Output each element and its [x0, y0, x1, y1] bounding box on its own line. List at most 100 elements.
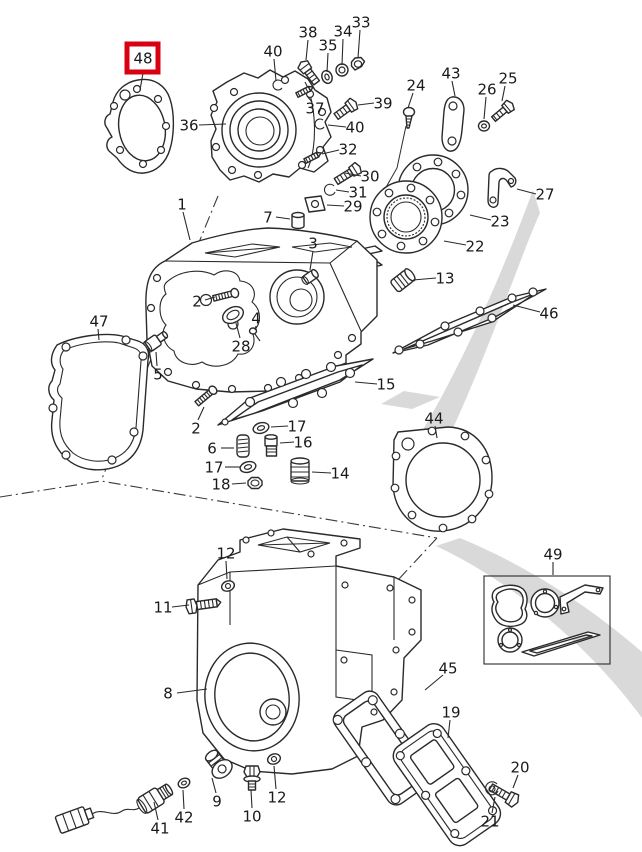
part-13-plug [390, 268, 416, 293]
svg-text:41: 41 [150, 820, 169, 838]
part-label-3[interactable]: 3 [308, 235, 318, 271]
part-label-14[interactable]: 14 [311, 465, 350, 483]
svg-text:1: 1 [177, 196, 187, 214]
part-label-5[interactable]: 5 [153, 351, 163, 384]
part-label-20[interactable]: 20 [510, 759, 530, 789]
part-label-8[interactable]: 8 [163, 685, 208, 703]
part-label-10[interactable]: 10 [242, 789, 262, 826]
part-label-46[interactable]: 46 [512, 304, 559, 323]
svg-text:17: 17 [287, 418, 306, 436]
part-36-bearing-retainer [209, 69, 332, 183]
part-label-43[interactable]: 43 [441, 65, 461, 97]
part-label-24[interactable]: 24 [406, 77, 426, 109]
part-label-7[interactable]: 7 [263, 209, 291, 227]
part-label-34[interactable]: 34 [333, 23, 353, 66]
part-label-36[interactable]: 36 [179, 117, 227, 135]
part-label-33[interactable]: 33 [351, 14, 371, 59]
svg-text:12: 12 [267, 789, 286, 807]
part-label-49[interactable]: 49 [543, 546, 563, 576]
part-label-29[interactable]: 29 [326, 198, 363, 216]
part-48-gasket [104, 78, 175, 174]
part-25-bolt [490, 99, 515, 123]
part-label-42[interactable]: 42 [174, 789, 194, 827]
part-label-26[interactable]: 26 [477, 81, 497, 120]
part-label-41[interactable]: 41 [150, 801, 170, 838]
part-label-27[interactable]: 27 [516, 186, 555, 204]
part-label-15[interactable]: 15 [354, 376, 396, 394]
part-41-switch-with-cable [54, 783, 174, 834]
svg-text:38: 38 [298, 24, 317, 42]
part-label-39[interactable]: 39 [357, 95, 393, 113]
part-label-4[interactable]: 4 [251, 310, 261, 331]
part-label-18[interactable]: 18 [211, 476, 247, 494]
svg-text:42: 42 [174, 809, 193, 827]
svg-text:2: 2 [192, 293, 202, 311]
svg-text:24: 24 [406, 77, 425, 95]
part-6-spring [236, 434, 250, 458]
svg-text:40: 40 [345, 119, 364, 137]
svg-text:35: 35 [318, 37, 337, 55]
part-label-21[interactable]: 21 [480, 796, 500, 831]
part-label-22[interactable]: 22 [443, 238, 485, 256]
part-18-nut [247, 476, 263, 490]
part-label-31[interactable]: 31 [335, 184, 368, 202]
part-label-23[interactable]: 23 [469, 213, 510, 231]
svg-text:14: 14 [330, 465, 349, 483]
svg-text:2: 2 [191, 420, 201, 438]
part-7-cap [291, 211, 305, 230]
svg-text:17: 17 [204, 459, 223, 477]
part-37-stud [295, 85, 314, 99]
svg-text:8: 8 [163, 685, 173, 703]
part-43-plate [441, 96, 465, 152]
part-39-bolt [333, 97, 359, 120]
part-label-11[interactable]: 11 [153, 599, 190, 617]
part-49-gasket-kit [483, 575, 611, 665]
part-label-37[interactable]: 37 [305, 95, 325, 118]
part-17-washer-lower [239, 460, 257, 474]
svg-text:40: 40 [263, 43, 282, 61]
svg-text:32: 32 [338, 141, 357, 159]
svg-text:33: 33 [351, 14, 370, 32]
part-22-bearing-ring [369, 180, 443, 254]
part-label-48[interactable]: 48 [124, 41, 161, 91]
part-8-extension-case [196, 528, 422, 775]
part-label-40[interactable]: 40 [263, 43, 283, 82]
part-label-32[interactable]: 32 [321, 141, 358, 159]
part-label-47[interactable]: 47 [89, 313, 109, 341]
part-label-44[interactable]: 44 [424, 410, 444, 439]
part-label-17[interactable]: 17 [204, 459, 240, 477]
part-14-bushing [290, 457, 310, 485]
part-label-40[interactable]: 40 [327, 119, 365, 137]
svg-text:4: 4 [251, 310, 261, 328]
part-40-snap-ring-top [272, 79, 283, 91]
part-2-bolt-upper [212, 287, 240, 302]
part-label-2[interactable]: 2 [192, 293, 216, 311]
part-label-25[interactable]: 25 [498, 70, 518, 102]
svg-text:10: 10 [242, 808, 261, 826]
part-1-transmission-case [145, 227, 378, 394]
part-label-38[interactable]: 38 [298, 24, 318, 61]
part-label-30[interactable]: 30 [344, 168, 380, 186]
part-label-9[interactable]: 9 [211, 777, 222, 811]
svg-text:28: 28 [231, 338, 250, 356]
part-label-35[interactable]: 35 [318, 37, 338, 73]
part-label-12[interactable]: 12 [267, 765, 287, 807]
part-label-45[interactable]: 45 [424, 660, 458, 691]
svg-text:27: 27 [535, 186, 554, 204]
part-label-6[interactable]: 6 [207, 440, 234, 458]
part-label-17[interactable]: 17 [270, 418, 307, 436]
part-label-28[interactable]: 28 [231, 322, 251, 356]
part-26-oring [477, 120, 491, 132]
svg-text:39: 39 [373, 95, 392, 113]
svg-text:11: 11 [153, 599, 172, 617]
part-label-19[interactable]: 19 [441, 704, 461, 739]
svg-text:44: 44 [424, 410, 443, 428]
centerline [371, 537, 438, 609]
part-label-12[interactable]: 12 [216, 545, 236, 580]
part-label-13[interactable]: 13 [412, 270, 455, 288]
part-44-gasket [390, 426, 494, 533]
part-label-2[interactable]: 2 [191, 406, 205, 438]
part-24-bolt [402, 106, 416, 129]
part-label-16[interactable]: 16 [279, 434, 313, 452]
part-label-1[interactable]: 1 [177, 196, 191, 241]
